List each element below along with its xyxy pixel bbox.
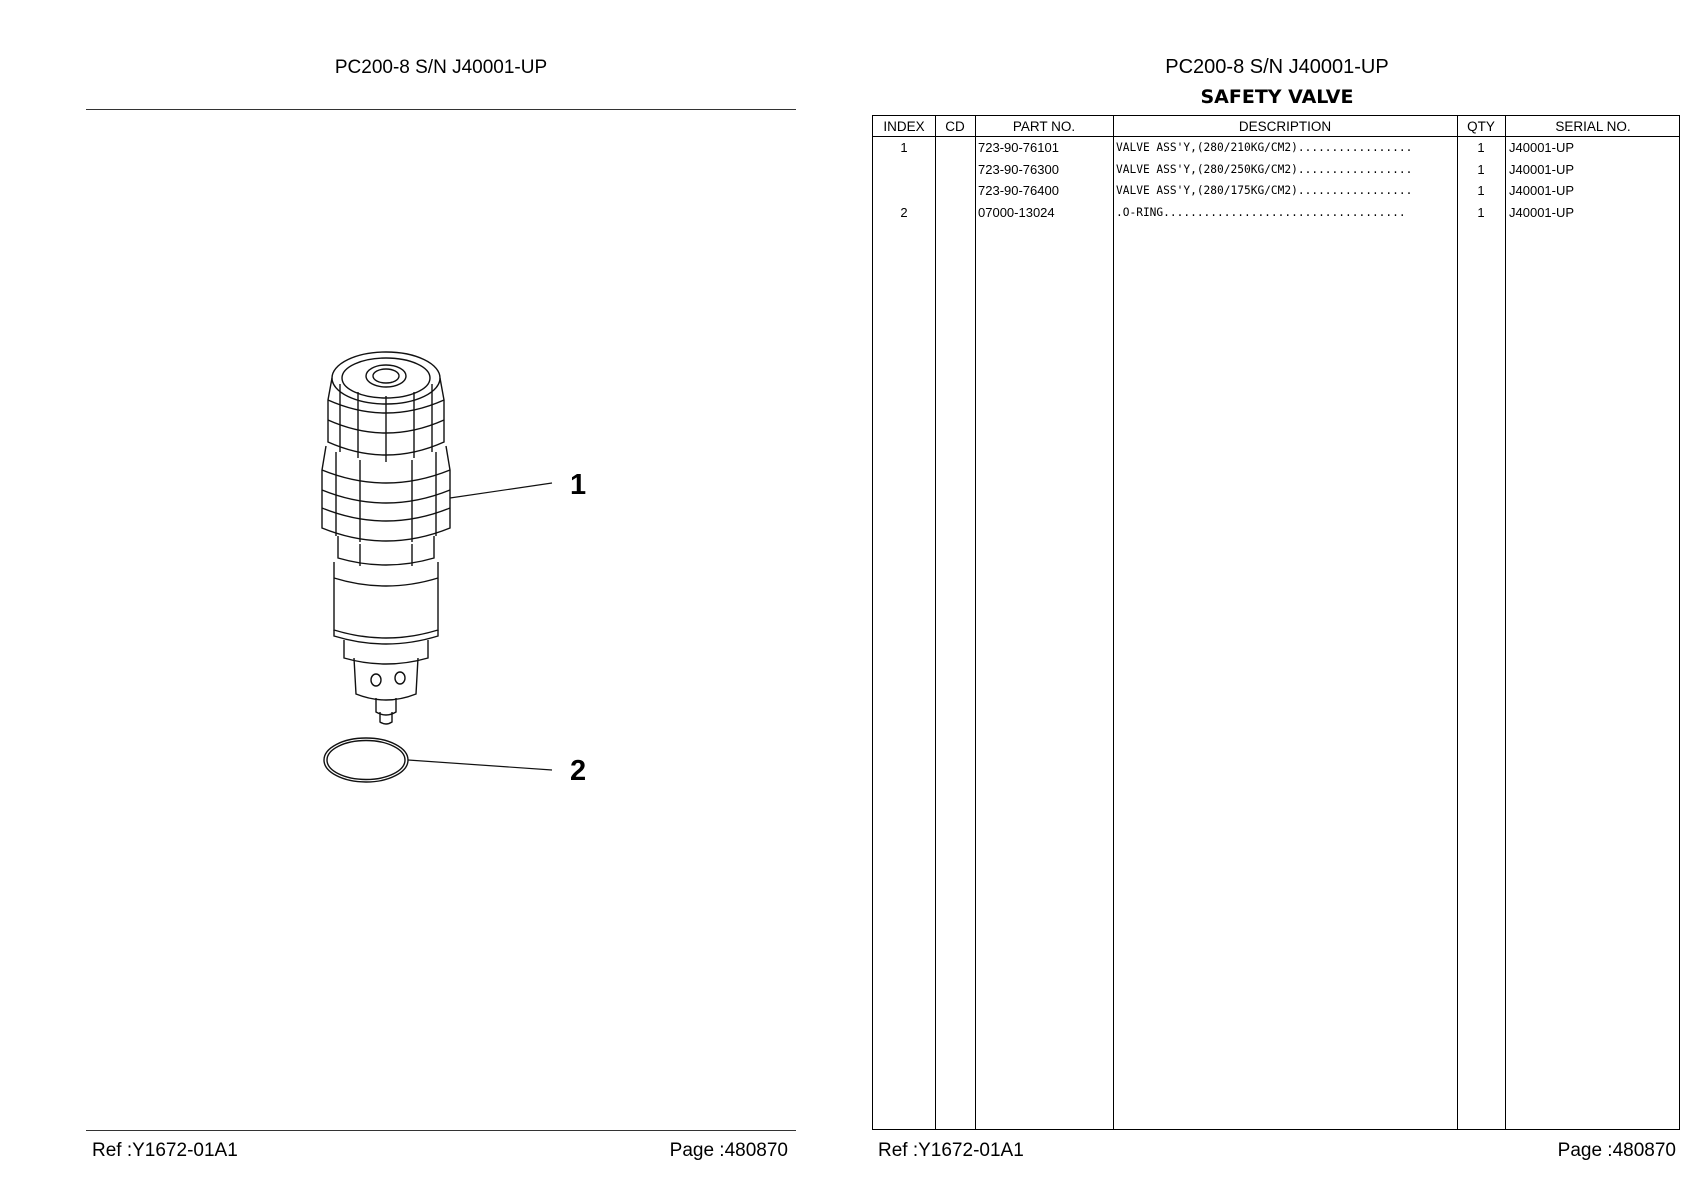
row-index: 1 — [900, 140, 908, 155]
header-serial-no: SERIAL NO. — [1555, 119, 1631, 134]
column-divider — [1505, 116, 1506, 1129]
table-row: 2 07000-13024 .O-RING...................… — [873, 203, 1679, 225]
header-qty: QTY — [1467, 119, 1495, 134]
row-serial-no: J40001-UP — [1509, 161, 1575, 177]
left-ref-label: Ref :Y1672-01A1 — [92, 1140, 238, 1161]
section-title: SAFETY VALVE — [1200, 86, 1354, 108]
header-divider — [873, 136, 1679, 137]
left-header-divider — [86, 109, 796, 110]
parts-table: INDEX CD PART NO. DESCRIPTION QTY SERIAL… — [872, 115, 1680, 1130]
row-part-no: 07000-13024 — [978, 204, 1055, 220]
table-row: 723-90-76400 VALVE ASS'Y,(280/175KG/CM2)… — [873, 181, 1679, 203]
parts-rows: 1 723-90-76101 VALVE ASS'Y,(280/210KG/CM… — [873, 138, 1679, 224]
row-index: 2 — [900, 204, 908, 220]
row-qty: 1 — [1477, 161, 1485, 177]
table-row: 723-90-76300 VALVE ASS'Y,(280/250KG/CM2)… — [873, 160, 1679, 182]
safety-valve-illustration: 1 2 — [321, 351, 586, 787]
right-ref-label: Ref :Y1672-01A1 — [878, 1140, 1024, 1161]
valve-assembly-drawing — [321, 351, 451, 783]
header-index: INDEX — [883, 119, 925, 134]
right-page-title: PC200-8 S/N J40001-UP — [1165, 56, 1389, 78]
column-divider — [1457, 116, 1458, 1129]
header-cd: CD — [945, 119, 965, 134]
right-page-number: Page :480870 — [1557, 1140, 1676, 1161]
row-description: VALVE ASS'Y,(280/210KG/CM2).............… — [1116, 141, 1413, 154]
header-part-no: PART NO. — [1012, 119, 1076, 134]
row-serial-no: J40001-UP — [1509, 183, 1575, 198]
header-description: DESCRIPTION — [1238, 119, 1332, 134]
row-serial-no: J40001-UP — [1509, 204, 1575, 220]
left-footer-divider — [86, 1130, 796, 1131]
left-page-title: PC200-8 S/N J40001-UP — [334, 57, 548, 78]
row-qty: 1 — [1477, 183, 1485, 198]
row-description: .O-RING.................................… — [1116, 205, 1406, 219]
left-page-number: Page :480870 — [669, 1140, 788, 1161]
row-qty: 1 — [1477, 204, 1485, 220]
row-part-no: 723-90-76400 — [978, 183, 1059, 198]
row-part-no: 723-90-76300 — [978, 161, 1059, 177]
callout-label-2: 2 — [570, 755, 586, 787]
column-divider — [1113, 116, 1114, 1129]
column-divider — [935, 116, 936, 1129]
row-description: VALVE ASS'Y,(280/250KG/CM2).............… — [1116, 162, 1413, 176]
table-row: 1 723-90-76101 VALVE ASS'Y,(280/210KG/CM… — [873, 138, 1679, 160]
row-serial-no: J40001-UP — [1509, 140, 1575, 155]
row-qty: 1 — [1477, 140, 1485, 155]
row-description: VALVE ASS'Y,(280/175KG/CM2).............… — [1116, 184, 1413, 197]
column-divider — [975, 116, 976, 1129]
callout-leader-lines — [407, 482, 553, 771]
callout-label-1: 1 — [570, 469, 586, 501]
row-part-no: 723-90-76101 — [978, 140, 1059, 155]
